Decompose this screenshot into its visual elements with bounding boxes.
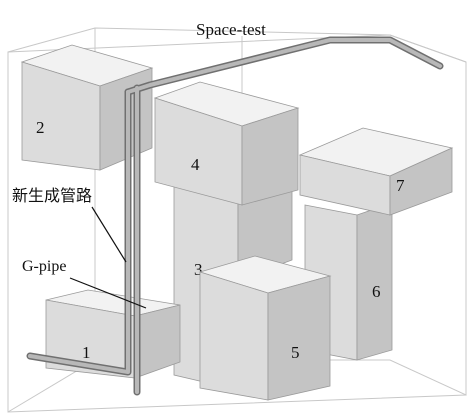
box-1-label: 1 [82, 343, 91, 362]
pipe-network [26, 36, 444, 396]
box-5-side [267, 275, 331, 401]
callout-new-pipe-label: 新生成管路 [12, 187, 92, 205]
callout-g-pipe: G-pipe [22, 258, 147, 309]
callout-new-pipe-leader [91, 206, 127, 263]
page-title: Space-test [196, 20, 266, 39]
box-6: 6 [304, 202, 393, 361]
callout-new-pipe: 新生成管路 [12, 187, 127, 263]
box-5-label: 5 [291, 343, 300, 362]
box-1: 1 [45, 289, 181, 379]
pipe-fill-vertical-left [28, 90, 130, 374]
box-2-label: 2 [36, 118, 45, 137]
box-7-side [389, 147, 453, 216]
box-7-label: 7 [396, 176, 405, 195]
box-4-label: 4 [191, 155, 200, 174]
box-6-label: 6 [372, 282, 381, 301]
callout-g-pipe-label: G-pipe [22, 258, 66, 275]
callout-g-pipe-leader [69, 277, 147, 309]
box-2: 2 [20, 44, 154, 171]
pipe-outline-top-run [124, 36, 444, 96]
box-4: 4 [153, 81, 300, 206]
box-5: 5 [198, 255, 332, 401]
pipe-fill-top-run [126, 38, 442, 94]
box-5-front [199, 271, 269, 401]
container-edge-top-left [7, 27, 96, 53]
box-7: 7 [298, 127, 454, 216]
box-3-label: 3 [194, 260, 203, 279]
box-4-side [241, 107, 299, 206]
box-1-side [134, 304, 181, 379]
